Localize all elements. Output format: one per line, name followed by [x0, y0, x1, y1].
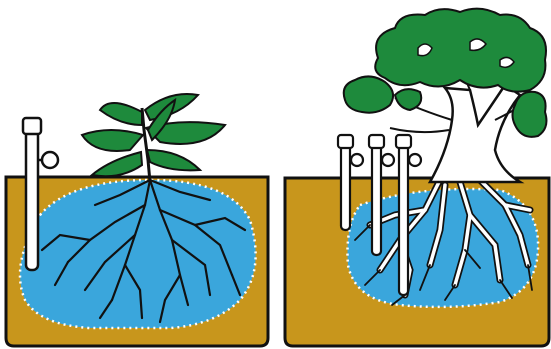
gauge-dial-icon — [351, 154, 363, 166]
gauge-dial-icon — [42, 152, 58, 168]
leaf-icon — [82, 94, 225, 176]
small-plant-panel — [6, 94, 268, 346]
wetted-root-zone — [20, 180, 256, 328]
gauge-dial-icon — [409, 154, 421, 166]
tree-panel — [285, 9, 549, 346]
tree-trunk — [430, 85, 520, 182]
gauge-dial-icon — [382, 154, 394, 166]
